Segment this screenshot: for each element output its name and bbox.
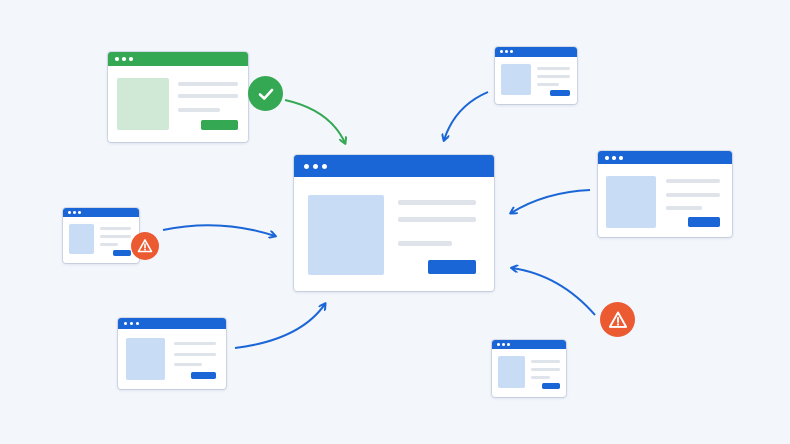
window-dot (612, 156, 616, 160)
warning-triangle-icon (600, 302, 635, 337)
text-line-placeholder (537, 83, 559, 86)
title-bar (108, 52, 248, 66)
text-line-placeholder (178, 82, 238, 86)
text-line-placeholder (666, 179, 720, 183)
mid-right-window (598, 151, 732, 237)
action-button[interactable] (550, 90, 570, 96)
title-bar (118, 318, 226, 329)
title-bar (63, 208, 139, 217)
arrow-mid-left (162, 224, 275, 236)
action-button[interactable] (688, 217, 720, 227)
title-bar (495, 47, 577, 57)
window-dot (73, 211, 76, 214)
image-placeholder (126, 338, 165, 380)
mid-left-window (63, 208, 139, 263)
title-bar (492, 340, 566, 349)
title-bar (598, 151, 732, 164)
arrow-top-right (444, 91, 489, 140)
window-dot (304, 164, 309, 169)
window-dot (500, 50, 503, 53)
window-dot (502, 343, 505, 346)
action-button[interactable] (542, 383, 560, 389)
image-placeholder (606, 176, 656, 228)
window-dot (124, 322, 127, 325)
text-line-placeholder (531, 368, 560, 371)
image-placeholder (498, 356, 525, 388)
title-bar (294, 155, 494, 177)
top-right-window (495, 47, 577, 104)
central-window (294, 155, 494, 291)
window-dot (115, 57, 119, 61)
window-dot (313, 164, 318, 169)
text-line-placeholder (398, 200, 476, 205)
text-line-placeholder (100, 243, 118, 246)
window-dot (129, 57, 133, 61)
text-line-placeholder (537, 75, 570, 78)
action-button[interactable] (201, 120, 238, 130)
window-dot (130, 322, 133, 325)
window-dot (497, 343, 500, 346)
window-dot (619, 156, 623, 160)
window-dot (505, 50, 508, 53)
window-dot (322, 164, 327, 169)
window-dot (510, 50, 513, 53)
check-circle-icon (248, 76, 283, 111)
arrow-top-left (284, 99, 345, 143)
image-placeholder (308, 195, 384, 275)
text-line-placeholder (174, 363, 202, 366)
window-dot (68, 211, 71, 214)
text-line-placeholder (174, 342, 216, 345)
text-line-placeholder (537, 67, 570, 70)
action-button[interactable] (428, 260, 476, 274)
text-line-placeholder (398, 241, 452, 246)
text-line-placeholder (100, 227, 131, 230)
image-placeholder (117, 78, 169, 130)
text-line-placeholder (174, 353, 216, 356)
action-button[interactable] (113, 250, 131, 256)
text-line-placeholder (178, 108, 220, 112)
text-line-placeholder (531, 360, 560, 363)
text-line-placeholder (531, 376, 550, 379)
arrow-mid-right (511, 189, 591, 213)
text-line-placeholder (178, 94, 238, 98)
window-dot (507, 343, 510, 346)
bottom-left-window (118, 318, 226, 389)
text-line-placeholder (666, 206, 702, 210)
window-dot (136, 322, 139, 325)
warning-triangle-icon (131, 232, 159, 260)
top-left-window (108, 52, 248, 142)
bottom-right-window (492, 340, 566, 397)
window-dot (122, 57, 126, 61)
window-dot (605, 156, 609, 160)
arrow-bottom-right (512, 268, 596, 316)
text-line-placeholder (398, 217, 476, 222)
image-placeholder (501, 64, 531, 95)
arrow-bottom-left (234, 304, 325, 349)
window-dot (78, 211, 81, 214)
text-line-placeholder (666, 193, 720, 197)
image-placeholder (69, 224, 94, 254)
text-line-placeholder (100, 235, 131, 238)
action-button[interactable] (191, 372, 216, 379)
